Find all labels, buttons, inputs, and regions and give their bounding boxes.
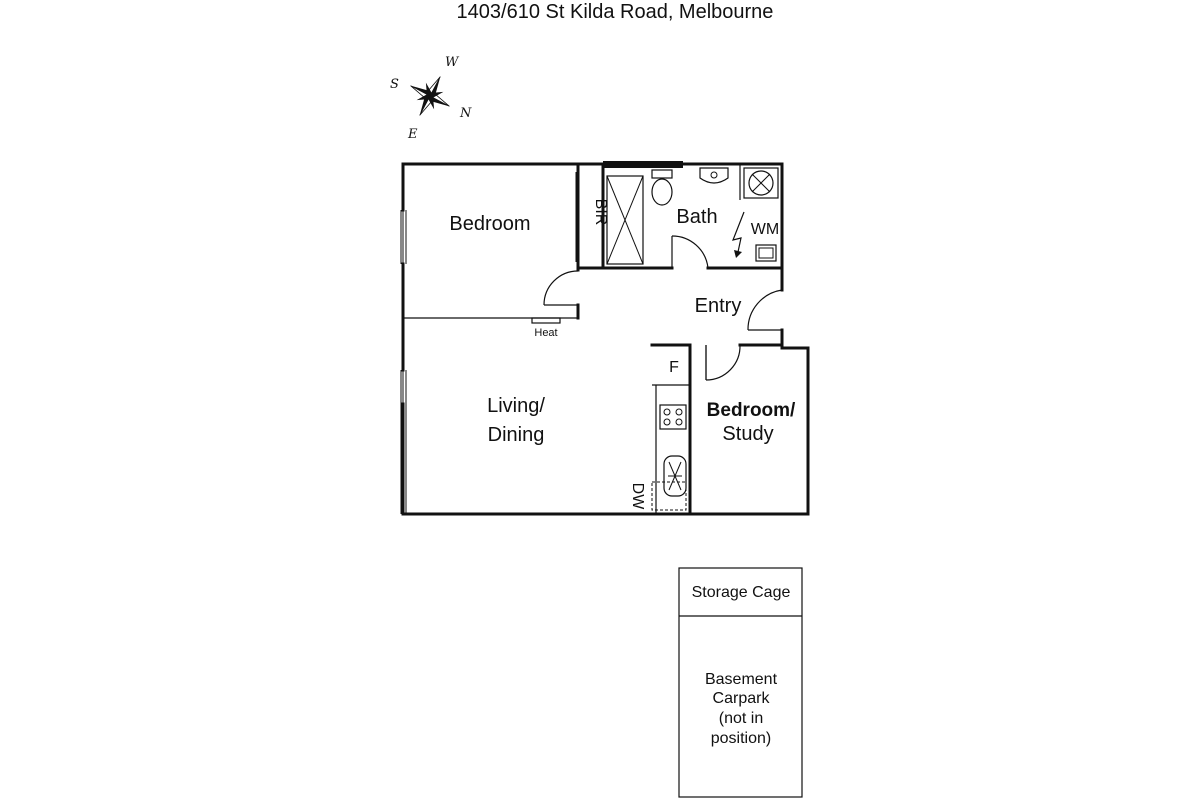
basin-icon (699, 167, 729, 184)
room-label-heat: Heat (534, 327, 557, 339)
room-label-dw: DW (629, 483, 646, 511)
room-label-bath: Bath (676, 206, 717, 228)
room-label-study: Study (722, 423, 773, 445)
compass-south-label: S (390, 77, 399, 92)
room-label-fridge: F (669, 359, 679, 376)
compass-rose-icon (410, 76, 450, 116)
kitchen-bench (652, 384, 690, 514)
sink-icon (663, 455, 687, 497)
washing-machine-icon (755, 244, 777, 262)
window (400, 210, 407, 264)
dishwasher-icon (651, 481, 687, 511)
heater-icon (531, 317, 561, 324)
room-label-dining: Dining (488, 424, 545, 446)
door-entry (747, 289, 783, 331)
toilet-icon (651, 169, 673, 206)
compass-east-label: E (407, 127, 418, 142)
carpark-label-line2: Carpark (713, 690, 771, 707)
room-label-wm: WM (751, 221, 779, 238)
carpark-label-line1: Basement (705, 671, 778, 688)
dryer-icon (743, 167, 779, 199)
room-label-living: Living/ (487, 395, 545, 417)
compass-west-label: W (445, 55, 460, 70)
carpark-label-line4: position) (711, 730, 771, 747)
room-label-entry: Entry (695, 295, 742, 317)
door-bath (671, 235, 709, 269)
carpark-label-line3: (not in (719, 710, 763, 727)
door-bedroom (543, 270, 579, 306)
room-label-bir: BIR (592, 199, 609, 226)
exterior-walls (400, 161, 810, 516)
room-label-bedroom-study: Bedroom/ (707, 400, 796, 421)
window (400, 370, 407, 514)
plan-title: 1403/610 St Kilda Road, Melbourne (457, 1, 774, 23)
storage-cage-label: Storage Cage (692, 584, 791, 601)
bathtub-icon (606, 175, 644, 265)
cooktop-icon (659, 404, 687, 430)
door-study (705, 344, 741, 381)
room-label-bedroom: Bedroom (449, 213, 530, 235)
compass-north-label: N (459, 106, 472, 121)
arrow-icon (732, 211, 745, 258)
storage-carpark-block (678, 567, 803, 798)
